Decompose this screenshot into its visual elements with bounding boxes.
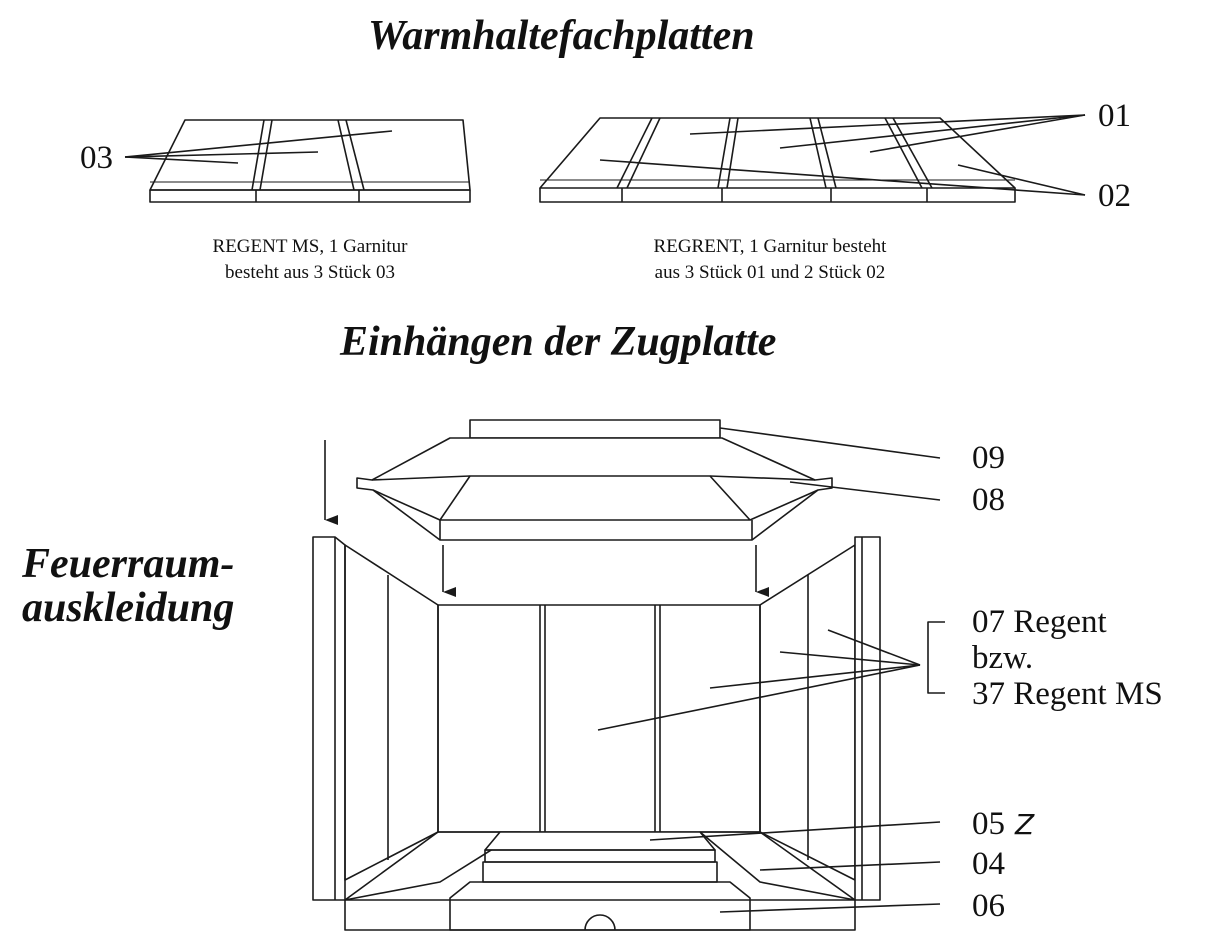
- label-09: 09: [972, 440, 1005, 476]
- label-03: 03: [80, 140, 113, 176]
- plate-set-regent-ms: [149, 119, 471, 203]
- title-feuerraum-line1: Feuerraum-: [22, 541, 235, 587]
- caption-regent-line2: aus 3 Stück 01 und 2 Stück 02: [654, 262, 886, 283]
- label-05: 05 Z: [972, 806, 1034, 843]
- label-07-regent: 07 Regent: [972, 604, 1107, 640]
- caption-regent-ms-line2: besteht aus 3 Stück 03: [225, 262, 395, 283]
- plate-set-regent: [539, 117, 1016, 203]
- label-bzw: bzw.: [972, 640, 1034, 676]
- title-feuerraum-line2: auskleidung: [22, 585, 235, 631]
- title-einhaengen-zugplatte: Einhängen der Zugplatte: [340, 319, 777, 365]
- title-feuerraum: Feuerraum- auskleidung: [22, 542, 234, 630]
- zugplatte: [356, 419, 941, 541]
- caption-regent-ms-line1: REGENT MS, 1 Garnitur: [212, 236, 408, 257]
- caption-regent: REGRENT, 1 Garnitur besteht aus 3 Stück …: [590, 234, 950, 286]
- leader-lines-bottom: [597, 621, 945, 913]
- caption-regent-line1: REGRENT, 1 Garnitur besteht: [653, 236, 887, 257]
- label-37-regent-ms: 37 Regent MS: [972, 676, 1163, 712]
- leader-lines-top: [124, 114, 1086, 196]
- firebox: [312, 536, 881, 931]
- label-02: 02: [1098, 178, 1131, 214]
- label-01: 01: [1098, 98, 1131, 134]
- title-warmhaltefachplatten: Warmhaltefachplatten: [368, 13, 755, 59]
- label-06: 06: [972, 888, 1005, 924]
- label-04: 04: [972, 846, 1005, 882]
- caption-regent-ms: REGENT MS, 1 Garnitur besteht aus 3 Stüc…: [170, 234, 450, 286]
- label-05-handwritten-note: Z: [1015, 808, 1035, 841]
- label-08: 08: [972, 482, 1005, 518]
- insertion-arrows: [324, 440, 769, 597]
- label-05-number: 05: [972, 806, 1005, 842]
